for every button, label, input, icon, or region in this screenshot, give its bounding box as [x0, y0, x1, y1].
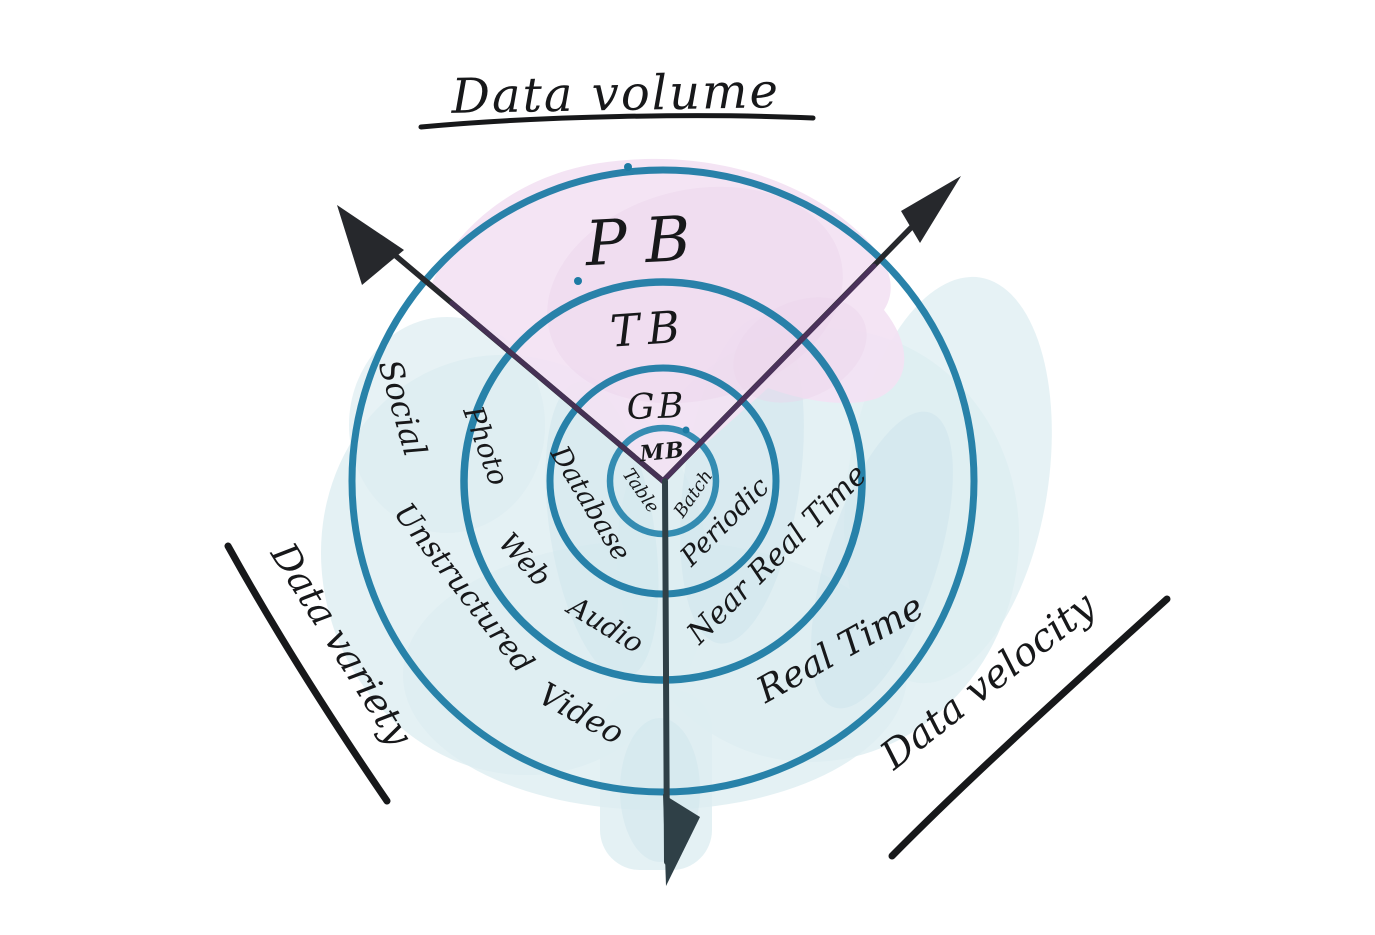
teal-wash-blob — [403, 540, 907, 810]
velocity-underline — [888, 595, 1171, 860]
page-title: Data volume — [450, 63, 780, 125]
axis-purple-tint-right — [660, 263, 877, 484]
label-tb: TB — [608, 301, 689, 357]
arrowhead-upper-left-icon — [337, 205, 404, 285]
underlines — [224, 113, 1171, 860]
pen-dots — [574, 163, 690, 434]
title-underline — [418, 113, 816, 130]
axis-purple-tint-left — [449, 300, 666, 484]
variety-underline — [224, 542, 391, 805]
axes — [337, 176, 961, 886]
label-mb: MB — [638, 437, 686, 468]
teal-wash-streak — [811, 411, 953, 709]
label-gb: GB — [626, 386, 687, 428]
pen-dot — [624, 163, 632, 171]
pen-dot — [682, 426, 690, 434]
pen-dot — [574, 277, 582, 285]
arrowhead-down-icon — [663, 794, 700, 886]
ring-circle-pb — [348, 166, 978, 796]
ring-circle-tb — [460, 278, 866, 684]
label-pb: PB — [582, 201, 710, 280]
pink-wash-streak — [547, 186, 843, 404]
arrowhead-upper-right-icon — [901, 176, 961, 243]
